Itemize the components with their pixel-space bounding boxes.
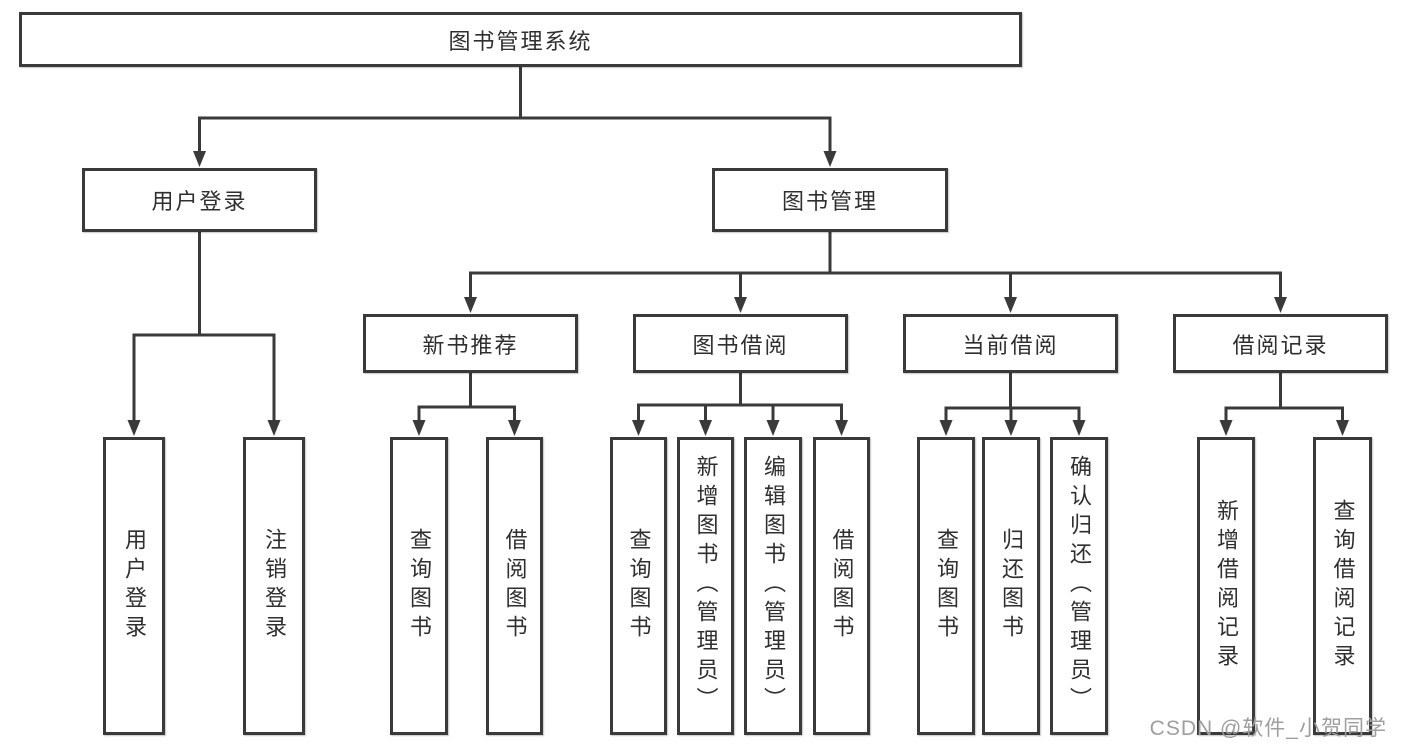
node-label: 查询图书 <box>407 527 432 645</box>
arrowhead-icon <box>464 297 477 313</box>
arrowhead-icon <box>766 420 780 436</box>
node-label: 确认归还（管理员） <box>1067 455 1092 717</box>
node-add-borrow-record: 新增借阅记录 <box>1197 437 1255 735</box>
arrowhead-icon <box>267 420 281 436</box>
node-logout-leaf: 注销登录 <box>243 437 305 735</box>
arrowhead-icon <box>699 420 712 436</box>
node-label: 查询图书 <box>934 527 959 645</box>
node-label: 新书推荐 <box>422 332 519 358</box>
arrowhead-icon <box>1219 420 1233 436</box>
node-label: 当前借阅 <box>962 332 1059 358</box>
node-label: 借阅图书 <box>829 527 855 645</box>
node-label: 借阅图书 <box>502 527 528 645</box>
node-label: 用户登录 <box>151 189 248 214</box>
watermark: CSDN @软件_小贺同学 <box>1149 717 1387 740</box>
node-user-login-leaf: 用户登录 <box>103 437 165 735</box>
arrowhead-icon <box>193 151 206 167</box>
node-label: 借阅记录 <box>1232 332 1329 358</box>
node-label: 查询借阅记录 <box>1330 498 1356 674</box>
arrowhead-icon <box>508 420 521 436</box>
node-query-borrow-record: 查询借阅记录 <box>1313 437 1372 735</box>
arrowhead-icon <box>412 420 426 436</box>
arrowhead-icon <box>1004 297 1017 313</box>
node-return-book: 归还图书 <box>982 437 1040 735</box>
node-current-borrowing: 当前借阅 <box>903 314 1118 373</box>
node-label: 新增图书（管理员） <box>693 455 719 717</box>
arrowhead-icon <box>835 420 848 436</box>
node-label: 图书管理系统 <box>448 28 593 54</box>
arrowhead-icon <box>1336 420 1349 436</box>
arrowhead-icon <box>1274 297 1287 313</box>
arrowhead-icon <box>1004 420 1018 436</box>
arrowhead-icon <box>734 297 747 313</box>
node-book-management: 图书管理 <box>712 168 948 232</box>
node-book-borrowing: 图书借阅 <box>633 314 848 373</box>
node-label: 图书管理 <box>781 189 878 214</box>
node-borrow-book-recommend: 借阅图书 <box>486 437 543 735</box>
node-label: 图书借阅 <box>692 332 789 358</box>
node-query-book-borrow: 查询图书 <box>610 437 667 735</box>
node-label: 用户登录 <box>122 527 147 645</box>
arrowhead-icon <box>823 151 837 167</box>
node-borrowing-records: 借阅记录 <box>1173 314 1388 373</box>
node-edit-book-admin: 编辑图书（管理员） <box>744 437 802 735</box>
node-library-system: 图书管理系统 <box>19 12 1022 67</box>
node-add-book-admin: 新增图书（管理员） <box>677 437 734 735</box>
node-new-book-recommend: 新书推荐 <box>363 314 578 373</box>
node-confirm-return-admin: 确认归还（管理员） <box>1050 437 1108 735</box>
node-borrow-book-leaf: 借阅图书 <box>813 437 870 735</box>
node-label: 归还图书 <box>999 527 1024 645</box>
node-label: 新增借阅记录 <box>1214 498 1239 674</box>
node-user-login-module: 用户登录 <box>82 168 317 232</box>
arrowhead-icon <box>1072 420 1086 436</box>
node-query-book-current: 查询图书 <box>917 437 975 735</box>
arrowhead-icon <box>939 420 953 436</box>
node-label: 编辑图书（管理员） <box>761 455 786 717</box>
node-label: 注销登录 <box>262 527 287 645</box>
arrowhead-icon <box>632 420 645 436</box>
node-query-book-recommend: 查询图书 <box>390 437 448 735</box>
arrowhead-icon <box>127 420 141 436</box>
node-label: 查询图书 <box>626 527 652 645</box>
